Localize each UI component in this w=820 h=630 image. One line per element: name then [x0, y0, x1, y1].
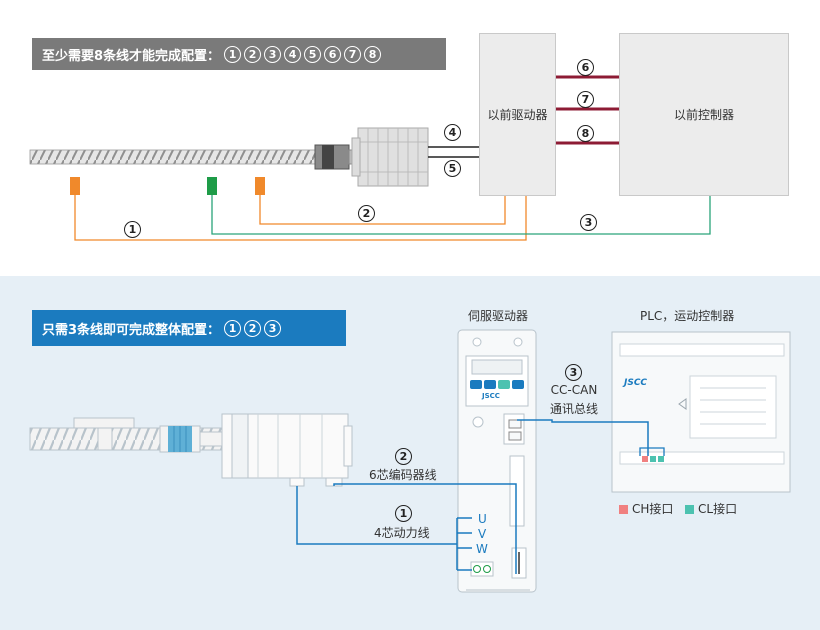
servo-motor — [221, 413, 353, 487]
carriage-bottom — [73, 417, 135, 451]
plc-title: PLC，运动控制器 — [640, 309, 735, 323]
wire-num-6: 6 — [577, 59, 594, 76]
top-banner: 至少需要8条线才能完成配置： 1 2 3 4 5 6 7 8 — [32, 38, 446, 70]
legend-ch-swatch — [619, 505, 628, 514]
wire-num-5: 5 — [444, 160, 461, 177]
servo-drive-title: 伺服驱动器 — [468, 309, 529, 323]
bottom-banner-numbers: 1 2 3 — [224, 319, 282, 337]
lead-screw-top — [29, 149, 321, 165]
plc-controller — [611, 331, 791, 493]
wire-num-8: 8 — [577, 125, 594, 142]
top-banner-num-8: 8 — [364, 45, 382, 63]
bottom-banner-text: 只需3条线即可完成整体配置： — [42, 322, 221, 338]
legend-cl-label: CL接口 — [698, 502, 738, 516]
top-banner-num-5: 5 — [304, 45, 322, 63]
wire-num-7: 7 — [577, 91, 594, 108]
terminal-u: U — [478, 512, 487, 526]
drive-brand: JSCC — [482, 392, 500, 400]
bottom-banner-num-3: 3 — [264, 319, 282, 337]
top-banner-num-3: 3 — [264, 45, 282, 63]
bottom-banner: 只需3条线即可完成整体配置： 1 2 3 — [32, 310, 346, 346]
wire-num-1: 1 — [124, 221, 141, 238]
servo-drive — [457, 329, 537, 593]
stepper-motor-top — [351, 127, 429, 187]
top-banner-num-1: 1 — [224, 45, 242, 63]
cable3-line2: 通讯总线 — [549, 402, 598, 416]
top-banner-num-6: 6 — [324, 45, 342, 63]
legend-cl-swatch — [685, 505, 694, 514]
top-banner-num-7: 7 — [344, 45, 362, 63]
legend-ch-label: CH接口 — [632, 502, 674, 516]
bottom-banner-num-2: 2 — [244, 319, 262, 337]
old-controller-box: 以前控制器 — [619, 33, 789, 196]
old-driver-label: 以前驱动器 — [487, 108, 548, 122]
sensor-orange-left — [70, 177, 80, 195]
bottom-banner-num-1: 1 — [224, 319, 242, 337]
wire-num-3: 3 — [580, 214, 597, 231]
old-controller-label: 以前控制器 — [673, 108, 734, 122]
terminal-v: V — [478, 527, 487, 541]
terminal-w: W — [476, 542, 488, 556]
top-banner-numbers: 1 2 3 4 5 6 7 8 — [224, 45, 382, 63]
top-banner-text: 至少需要8条线才能完成配置： — [42, 48, 221, 64]
old-driver-box: 以前驱动器 — [479, 33, 556, 196]
coupling-bottom — [159, 425, 223, 453]
top-banner-num-4: 4 — [284, 45, 302, 63]
cable2-label: 6芯编码器线 — [369, 468, 437, 482]
top-banner-num-2: 2 — [244, 45, 262, 63]
plc-brand: JSCC — [624, 378, 648, 388]
cable3-line1: CC-CAN — [550, 383, 598, 397]
sensor-green — [207, 177, 217, 195]
sensor-orange-right — [255, 177, 265, 195]
cable1-label: 4芯动力线 — [374, 526, 430, 540]
cable2-num: 2 — [395, 448, 412, 465]
wire-num-4: 4 — [444, 124, 461, 141]
cable1-num: 1 — [395, 505, 412, 522]
cable3-num: 3 — [565, 364, 582, 381]
wire-num-2: 2 — [358, 205, 375, 222]
